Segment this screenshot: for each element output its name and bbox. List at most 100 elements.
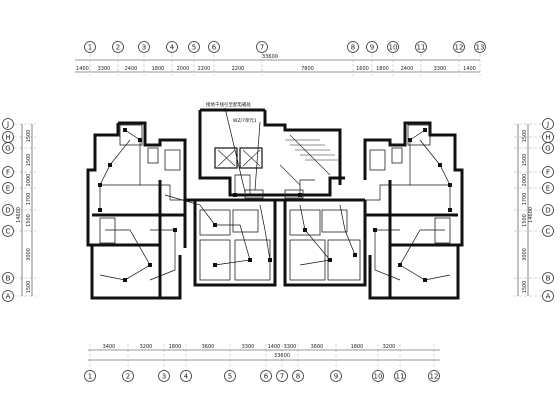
svg-text:E: E	[6, 185, 10, 193]
bottom-dim: 3200	[140, 344, 153, 350]
top-dim: 1800	[376, 66, 389, 72]
top-total-dim: 33600	[262, 54, 278, 60]
axis-bubble-bottom-3: 3	[158, 370, 170, 382]
top-dim: 2400	[401, 66, 414, 72]
svg-text:B: B	[6, 275, 11, 283]
axis-bubble-left-E: E	[2, 182, 14, 194]
axis-bubble-left-J: J	[2, 118, 14, 130]
svg-text:4: 4	[170, 44, 175, 52]
top-dim: 7800	[301, 66, 314, 72]
axis-bubble-left-G: G	[2, 142, 14, 154]
left-dim: 1500	[26, 130, 32, 143]
right-dim: 3000	[522, 248, 528, 261]
axis-bubble-right-D: D	[542, 204, 554, 216]
right-dim: 1500	[522, 154, 528, 167]
axis-bubble-bottom-2: 2	[122, 370, 134, 382]
axis-bubble-bottom-8: 8	[292, 370, 304, 382]
axis-bubble-right-G: G	[542, 142, 554, 154]
left-dim: 1500	[26, 281, 32, 294]
axis-bubble-bottom-11: 11	[394, 370, 406, 382]
right-dim: 1700	[522, 193, 528, 206]
axis-bubble-left-C: C	[2, 225, 14, 237]
axis-bubble-right-C: C	[542, 225, 554, 237]
axis-bubble-left-A: A	[2, 290, 14, 302]
svg-text:3: 3	[142, 44, 146, 52]
bottom-dim: 3400	[103, 344, 116, 350]
top-dim: 1800	[152, 66, 165, 72]
bottom-dim: 1800	[351, 344, 364, 350]
axis-bubble-bottom-1: 1	[84, 370, 96, 382]
svg-text:2: 2	[126, 373, 130, 381]
axis-bubble-right-F: F	[542, 166, 554, 178]
svg-text:9: 9	[370, 44, 374, 52]
axis-bubble-bottom-6: 6	[260, 370, 272, 382]
left-total-dim: 14600	[16, 207, 22, 223]
axis-bubble-right-A: A	[542, 290, 554, 302]
svg-text:C: C	[6, 228, 11, 236]
bottom-dim: 3300	[242, 344, 255, 350]
left-dim: 1700	[26, 193, 32, 206]
svg-text:6: 6	[264, 373, 269, 381]
svg-text:12: 12	[455, 44, 464, 52]
left-dim: 2000	[26, 174, 32, 187]
bottom-dim: 3200	[383, 344, 396, 350]
axis-bubble-top-13: 13	[474, 41, 486, 53]
svg-text:A: A	[546, 293, 551, 301]
svg-text:7: 7	[260, 44, 264, 52]
axis-bubble-bottom-5: 5	[224, 370, 236, 382]
svg-text:G: G	[545, 145, 550, 153]
axis-bubble-bottom-7: 7	[276, 370, 288, 382]
svg-text:7: 7	[280, 373, 284, 381]
svg-text:5: 5	[192, 44, 196, 52]
axis-bubble-right-H: H	[542, 131, 554, 143]
svg-text:8: 8	[351, 44, 355, 52]
axis-bubble-right-J: J	[542, 118, 554, 130]
bottom-dim: 3600	[311, 344, 324, 350]
svg-text:1: 1	[88, 373, 92, 381]
svg-text:F: F	[546, 169, 550, 177]
left-dim: 3000	[26, 248, 32, 261]
top-dim: 2200	[198, 66, 211, 72]
panel-note: 接地干线引至配电箱处	[206, 101, 251, 108]
axis-bubble-top-2: 2	[112, 41, 124, 53]
stairwell	[217, 134, 338, 186]
svg-text:E: E	[546, 185, 550, 193]
axis-bubble-top-12: 12	[453, 41, 465, 53]
top-dim: 2400	[125, 66, 138, 72]
axis-bubble-top-5: 5	[188, 41, 200, 53]
svg-text:C: C	[546, 228, 551, 236]
axis-bubble-top-6: 6	[208, 41, 220, 53]
top-dim: 1400	[76, 66, 89, 72]
svg-text:F: F	[6, 169, 10, 177]
svg-text:D: D	[545, 207, 550, 215]
axis-bubble-bottom-9: 9	[330, 370, 342, 382]
svg-text:10: 10	[374, 373, 383, 381]
svg-text:5: 5	[228, 373, 232, 381]
axis-bubble-top-11: 11	[415, 41, 427, 53]
axis-bubble-left-F: F	[2, 166, 14, 178]
bottom-dim: 3300	[284, 344, 297, 350]
svg-text:H: H	[5, 134, 10, 142]
electrical-circuits	[99, 107, 451, 281]
right-dim: 1500	[522, 281, 528, 294]
bottom-dim: 3600	[202, 344, 215, 350]
axis-bubble-top-7: 7	[256, 41, 268, 53]
top-dim: 1600	[356, 66, 369, 72]
axis-bubble-top-3: 3	[138, 41, 150, 53]
axis-bubble-top-8: 8	[347, 41, 359, 53]
building-walls	[86, 108, 464, 300]
svg-text:B: B	[546, 275, 551, 283]
axis-bubble-bottom-10: 10	[372, 370, 384, 382]
svg-text:9: 9	[334, 373, 338, 381]
svg-text:4: 4	[184, 373, 189, 381]
svg-text:12: 12	[430, 373, 439, 381]
top-dim: 2200	[232, 66, 245, 72]
right-total-dim: 14600	[528, 207, 534, 223]
